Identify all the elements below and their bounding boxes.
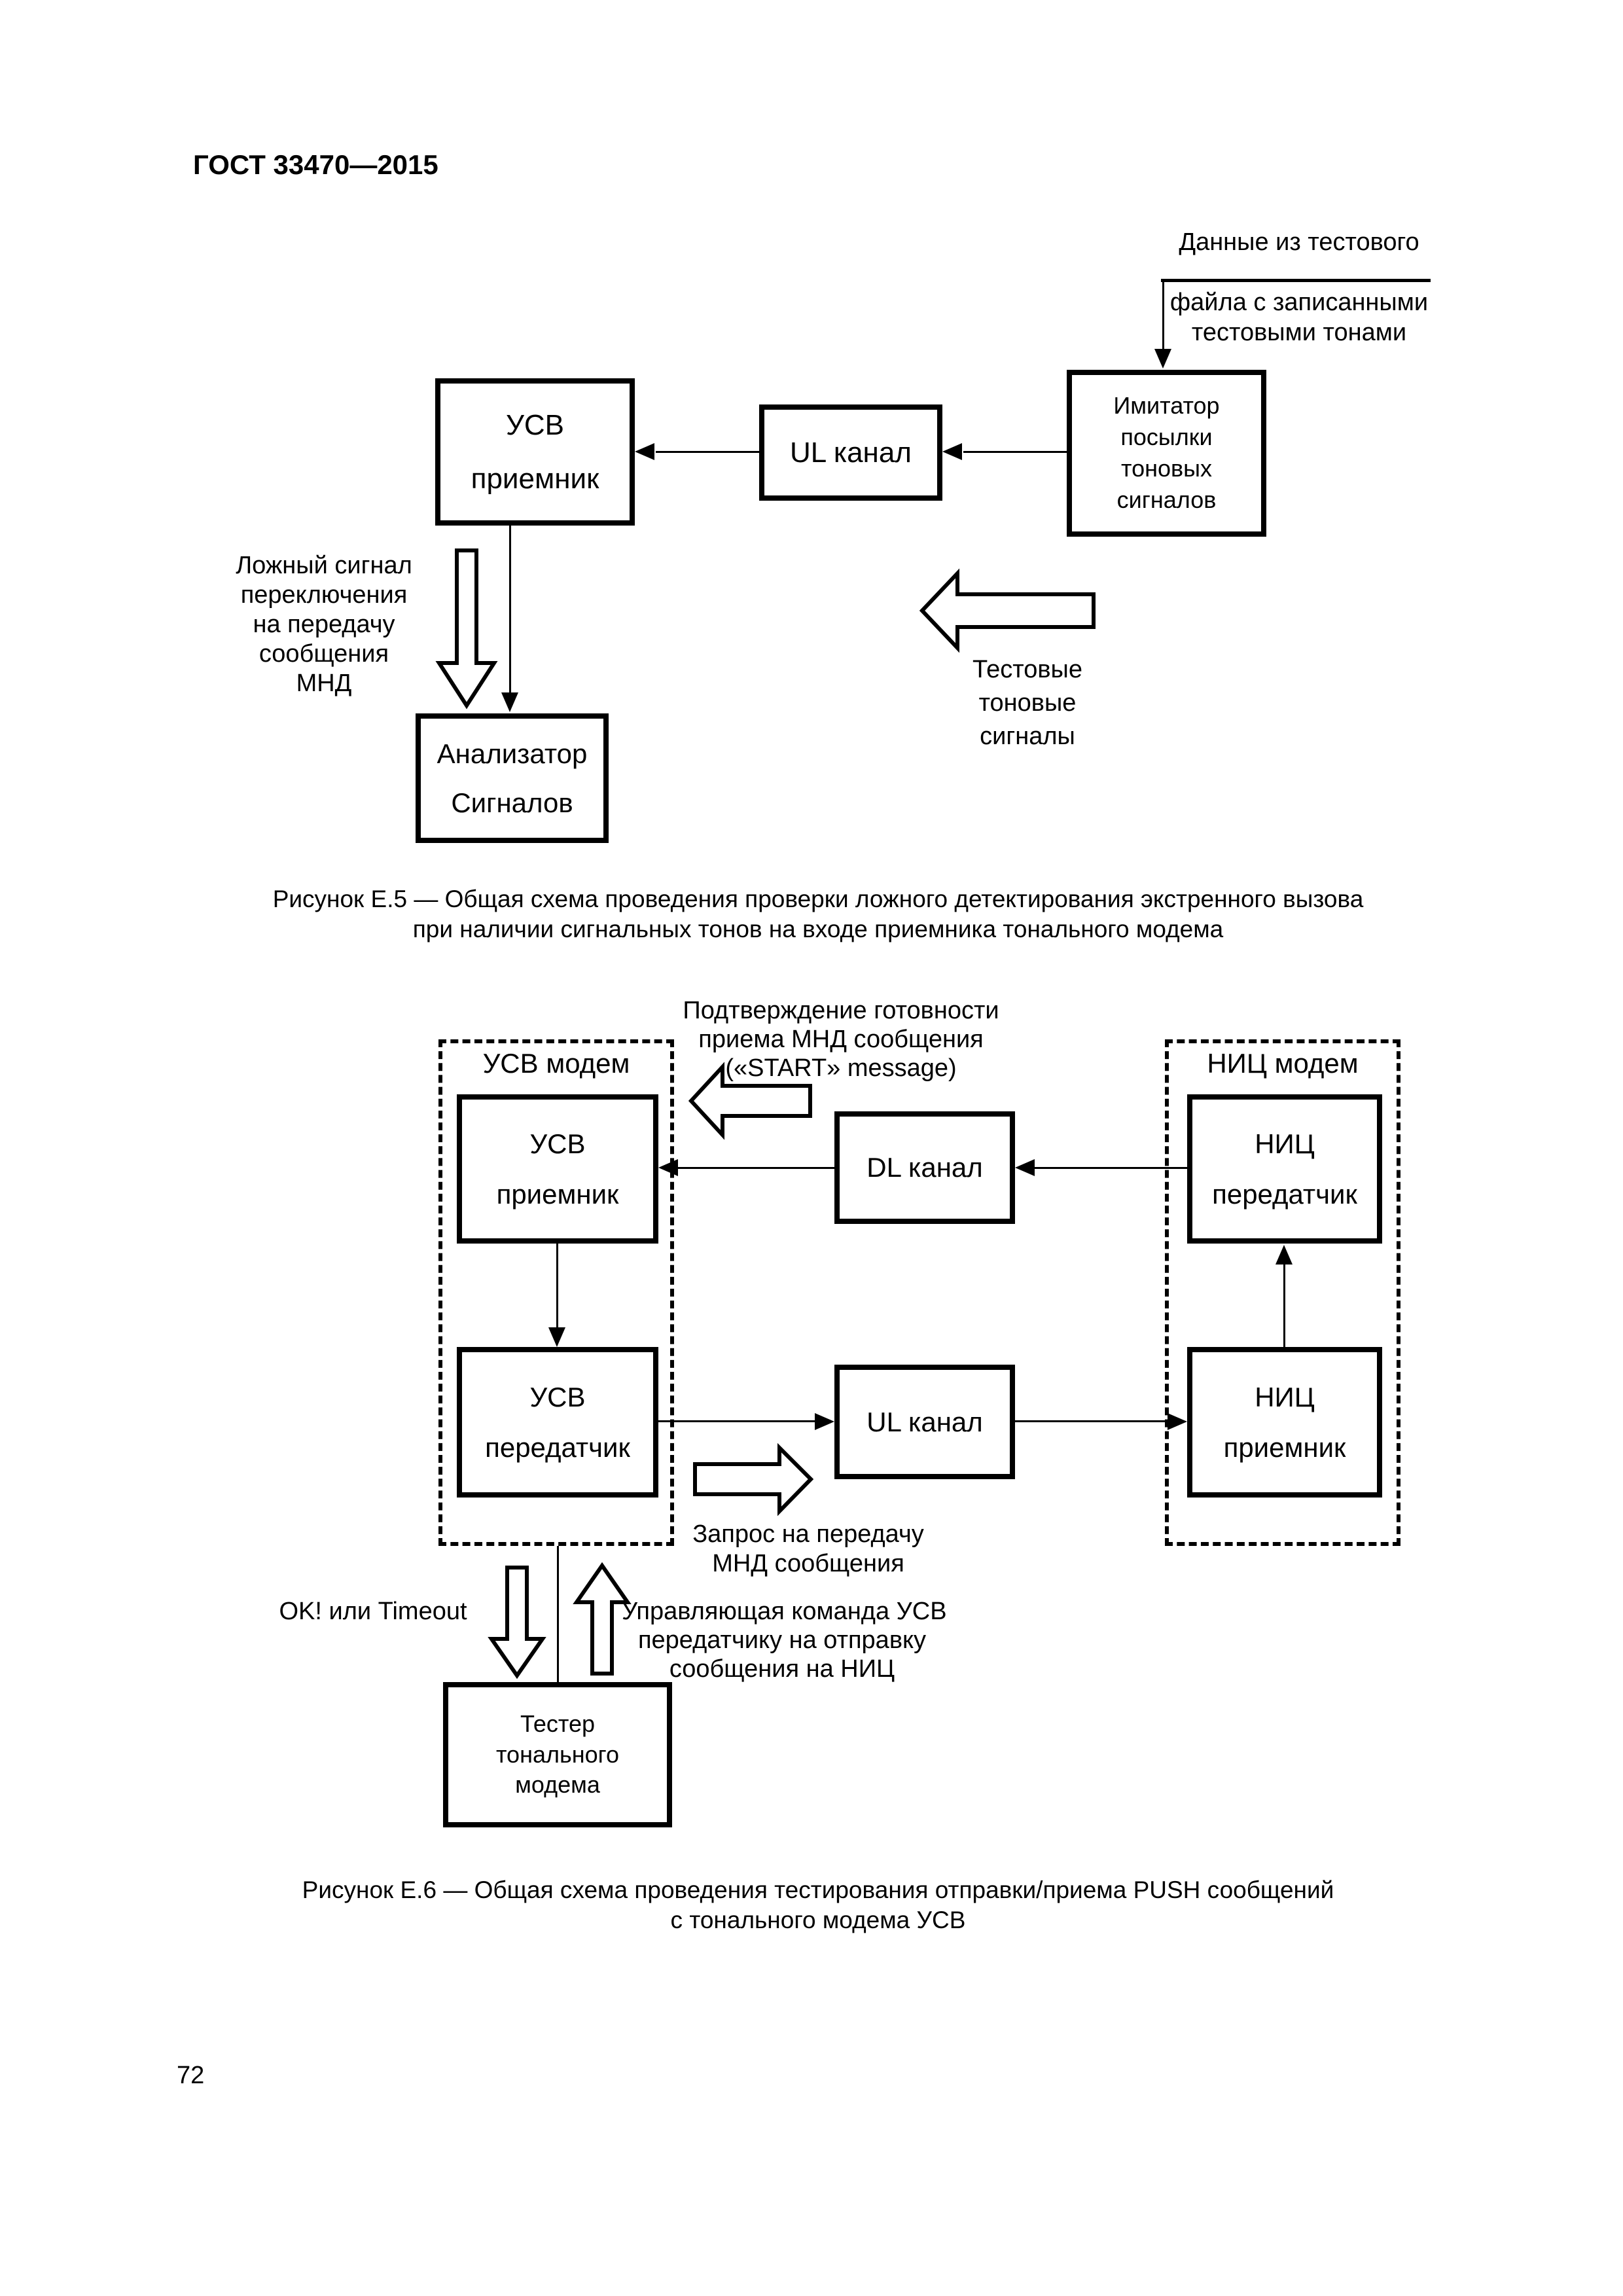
connector-line: [963, 451, 1067, 453]
usv-receiver-box: УСВ приемник: [435, 378, 635, 526]
box-label-line: модема: [515, 1771, 600, 1799]
box-label-line: Сигналов: [451, 787, 573, 818]
connector-line: [509, 526, 511, 694]
label-control-command: Управляющая команда УСВ передатчику на о…: [622, 1597, 947, 1683]
page-header: ГОСТ 33470—2015: [193, 149, 438, 180]
arrowhead-down-icon: [548, 1327, 565, 1347]
connector-line: [1283, 1265, 1285, 1347]
label-ok-timeout: OK! или Timeout: [279, 1598, 467, 1625]
box-label-line: УСВ: [529, 1381, 586, 1412]
arrowhead-right-icon: [1168, 1413, 1187, 1430]
label-test-file-data-line1: Данные из тестового: [1179, 228, 1419, 256]
block-arrow-down-icon: [435, 548, 498, 709]
label-line: передатчику на отправку: [637, 1626, 927, 1654]
arrowhead-right-icon: [815, 1413, 834, 1430]
box-label-line: приемник: [471, 462, 599, 495]
box-label-line: приемник: [496, 1179, 619, 1210]
figure-e5-caption-line1: Рисунок Е.5 — Общая схема проведения про…: [272, 886, 1364, 912]
usv-transmitter-box: УСВ передатчик: [457, 1347, 658, 1498]
tone-simulator-box: Имитатор посылки тоновых сигналов: [1067, 370, 1266, 537]
connector-line: [1035, 1167, 1187, 1169]
figure-e6-caption-line1: Рисунок Е.6 — Общая схема проведения тес…: [302, 1876, 1334, 1903]
figure-e6-caption-line2: с тонального модема УСВ: [670, 1907, 966, 1933]
page-number: 72: [177, 2062, 205, 2089]
label-line: МНД: [296, 670, 352, 697]
box-label-line: посылки: [1120, 423, 1213, 451]
box-label-line: Тестер: [520, 1710, 596, 1737]
connector-line: [1015, 1420, 1168, 1422]
arrowhead-left-icon: [658, 1159, 678, 1176]
box-label-line: Анализатор: [437, 738, 588, 769]
block-arrow-up-icon: [573, 1562, 632, 1676]
block-arrow-right-icon: [693, 1443, 814, 1516]
connector-line: [678, 1167, 834, 1169]
label-underline: [1161, 279, 1431, 282]
box-label-line: УСВ: [505, 408, 565, 441]
tone-modem-tester-box: Тестер тонального модема: [443, 1682, 672, 1827]
label-line: сигналы: [980, 723, 1075, 750]
ul-channel-box-e6: UL канал: [834, 1365, 1015, 1479]
block-arrow-left-icon: [688, 1062, 812, 1140]
label-line: Запрос на передачу: [692, 1520, 924, 1548]
connector-line: [658, 1420, 815, 1422]
label-line: Управляющая команда УСВ: [622, 1598, 947, 1625]
signal-analyzer-box: Анализатор Сигналов: [416, 713, 609, 843]
arrowhead-up-icon: [1275, 1245, 1293, 1265]
nic-receiver-box: НИЦ приемник: [1187, 1347, 1382, 1498]
label-line: Ложный сигнал: [236, 552, 412, 579]
label-line: сообщения на НИЦ: [669, 1655, 895, 1683]
box-label-line: UL канал: [866, 1406, 983, 1437]
arrowhead-left-icon: [942, 443, 962, 460]
box-label-line: UL канал: [790, 436, 912, 469]
label-line: приема МНД сообщения: [698, 1026, 984, 1053]
box-label-line: приемник: [1223, 1432, 1346, 1463]
nic-modem-label: НИЦ модем: [1207, 1048, 1359, 1079]
box-label-line: Имитатор: [1113, 392, 1220, 420]
box-label-line: тоновых: [1120, 455, 1212, 482]
box-label-line: DL канал: [866, 1152, 983, 1183]
box-label-line: УСВ: [529, 1128, 586, 1159]
arrowhead-down-icon: [501, 692, 518, 712]
connector-line: [656, 451, 759, 453]
label-line: тоновые: [978, 689, 1077, 717]
box-label-line: сигналов: [1116, 486, 1217, 513]
box-label-line: НИЦ: [1255, 1381, 1315, 1412]
arrowhead-left-icon: [1015, 1159, 1035, 1176]
nic-modem-container: [1165, 1039, 1400, 1546]
usv-receiver-box-e6: УСВ приемник: [457, 1094, 658, 1244]
ul-channel-box: UL канал: [759, 404, 942, 501]
box-label-line: передатчик: [1212, 1179, 1357, 1210]
label-line: переключения: [240, 581, 408, 609]
label-line: Тестовые: [972, 656, 1082, 683]
label-false-signal: Ложный сигнал переключения на передачу с…: [216, 551, 432, 698]
label-test-file-data-line2: файла с записанными: [1169, 289, 1429, 316]
label-test-tones: Тестовые тоновые сигналы: [936, 653, 1119, 753]
usv-modem-container: [438, 1039, 674, 1546]
connector-line: [556, 1244, 558, 1329]
usv-modem-label: УСВ модем: [482, 1048, 630, 1079]
dl-channel-box: DL канал: [834, 1111, 1015, 1224]
figure-e5-caption-line2: при наличии сигнальных тонов на входе пр…: [412, 916, 1224, 942]
box-label-line: тонального: [495, 1740, 620, 1768]
label-line: на передачу: [253, 611, 395, 638]
connector-line: [557, 1546, 559, 1682]
nic-transmitter-box: НИЦ передатчик: [1187, 1094, 1382, 1244]
block-arrow-down-icon: [488, 1566, 546, 1679]
label-line: («START» message): [725, 1054, 957, 1082]
label-test-file-data-line3: тестовыми тонами: [1191, 319, 1407, 346]
label-start-ack: Подтверждение готовности приема МНД сооб…: [674, 996, 1008, 1083]
label-line: Подтверждение готовности: [683, 997, 999, 1024]
box-label-line: передатчик: [485, 1432, 630, 1463]
block-arrow-left-icon: [919, 568, 1096, 653]
label-line: МНД сообщения: [712, 1550, 904, 1577]
label-line: сообщения: [259, 640, 389, 668]
connector-line: [1162, 281, 1164, 350]
arrowhead-left-icon: [635, 443, 654, 460]
label-mnd-request: Запрос на передачу МНД сообщения: [664, 1520, 952, 1579]
box-label-line: НИЦ: [1255, 1128, 1315, 1159]
arrowhead-down-icon: [1154, 349, 1171, 368]
